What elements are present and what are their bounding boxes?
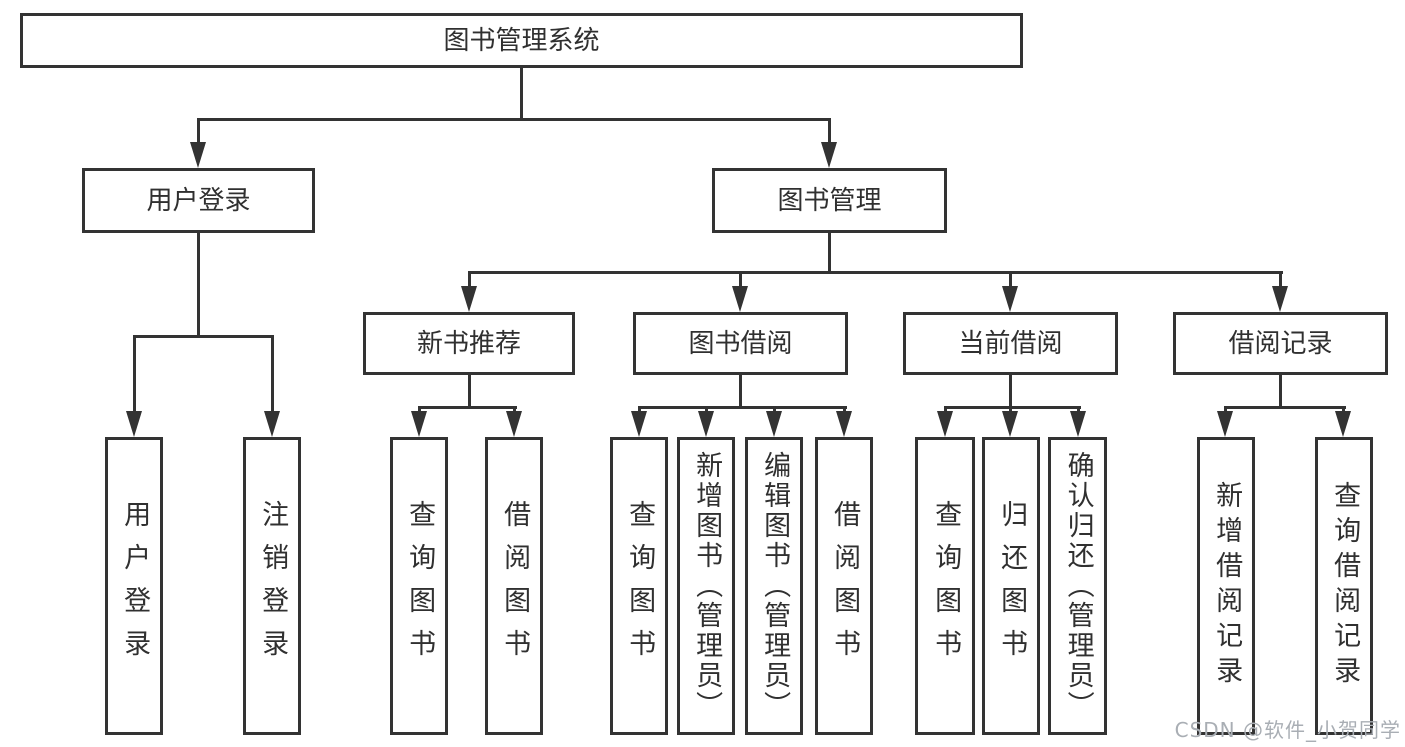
connector-line: [197, 118, 831, 121]
node-user-login: 用户登录: [82, 168, 315, 233]
leaf-return-book: 归还图书: [982, 437, 1040, 735]
connector-line: [1009, 406, 1012, 415]
leaf-confirm-return-admin: 确认归还（管理员）: [1048, 437, 1107, 735]
node-book-management: 图书管理: [712, 168, 947, 233]
arrowhead-down-icon: [1335, 411, 1351, 437]
leaf-return-book-label: 归还图书: [996, 500, 1028, 672]
arrowhead-down-icon: [821, 142, 837, 168]
leaf-add-borrow-record: 新增借阅记录: [1197, 437, 1255, 735]
leaf-edit-book-admin-label: 编辑图书（管理员）: [759, 451, 791, 721]
leaf-query-book-3-label: 查询图书: [930, 500, 962, 672]
node-book-borrow-label: 图书借阅: [688, 328, 793, 359]
leaf-logout-label: 注销登录: [257, 500, 289, 672]
connector-line: [418, 406, 421, 415]
arrowhead-down-icon: [411, 411, 427, 437]
connector-line: [1224, 406, 1346, 409]
connector-line: [638, 406, 847, 409]
connector-line: [468, 271, 1283, 274]
connector-line: [468, 375, 471, 408]
node-borrow-record: 借阅记录: [1173, 312, 1388, 375]
connector-line: [843, 406, 846, 415]
connector-line: [828, 233, 831, 273]
leaf-query-book-1-label: 查询图书: [404, 500, 436, 672]
connector-line: [1009, 271, 1012, 289]
arrowhead-down-icon: [1002, 411, 1018, 437]
arrowhead-down-icon: [732, 286, 748, 312]
connector-line: [944, 406, 947, 415]
connector-line: [705, 406, 708, 415]
connector-line: [468, 271, 471, 289]
node-current-borrow: 当前借阅: [903, 312, 1118, 375]
leaf-query-book-2: 查询图书: [610, 437, 668, 735]
leaf-query-borrow-record: 查询借阅记录: [1315, 437, 1373, 735]
leaf-query-book-1: 查询图书: [390, 437, 448, 735]
arrowhead-down-icon: [126, 411, 142, 437]
connector-line: [1077, 406, 1080, 415]
node-new-book-recommend-label: 新书推荐: [416, 328, 521, 359]
connector-line: [739, 271, 742, 289]
connector-line: [197, 118, 200, 146]
node-book-management-label: 图书管理: [777, 185, 882, 216]
node-root: 图书管理系统: [20, 13, 1023, 68]
leaf-add-borrow-record-label: 新增借阅记录: [1211, 481, 1243, 691]
leaf-add-book-admin-label: 新增图书（管理员）: [691, 451, 723, 721]
leaf-borrow-book-1-label: 借阅图书: [499, 500, 531, 672]
connector-line: [520, 68, 523, 118]
connector-line: [739, 375, 742, 408]
node-new-book-recommend: 新书推荐: [363, 312, 575, 375]
connector-line: [1279, 375, 1282, 408]
connector-line: [944, 406, 1081, 409]
connector-line: [773, 406, 776, 415]
connector-line: [271, 335, 274, 415]
node-book-borrow: 图书借阅: [633, 312, 848, 375]
arrowhead-down-icon: [1002, 286, 1018, 312]
connector-line: [418, 406, 517, 409]
arrowhead-down-icon: [190, 142, 206, 168]
node-current-borrow-label: 当前借阅: [958, 328, 1063, 359]
arrowhead-down-icon: [1217, 411, 1233, 437]
leaf-borrow-book-2: 借阅图书: [815, 437, 873, 735]
leaf-user-login: 用户登录: [105, 437, 163, 735]
arrowhead-down-icon: [698, 411, 714, 437]
arrowhead-down-icon: [937, 411, 953, 437]
leaf-query-book-2-label: 查询图书: [624, 500, 656, 672]
node-user-login-label: 用户登录: [146, 185, 251, 216]
node-borrow-record-label: 借阅记录: [1228, 328, 1333, 359]
arrowhead-down-icon: [461, 286, 477, 312]
leaf-confirm-return-admin-label: 确认归还（管理员）: [1062, 451, 1094, 721]
arrowhead-down-icon: [1070, 411, 1086, 437]
arrowhead-down-icon: [631, 411, 647, 437]
leaf-query-book-3: 查询图书: [915, 437, 975, 735]
csdn-watermark: CSDN @软件_小贺同学: [1174, 718, 1401, 742]
connector-line: [1224, 406, 1227, 415]
leaf-user-login-label: 用户登录: [119, 500, 151, 672]
connector-line: [197, 233, 200, 337]
connector-line: [1342, 406, 1345, 415]
leaf-borrow-book-1: 借阅图书: [485, 437, 543, 735]
connector-line: [828, 118, 831, 146]
connector-line: [638, 406, 641, 415]
node-root-label: 图书管理系统: [443, 25, 600, 56]
leaf-query-borrow-record-label: 查询借阅记录: [1329, 481, 1361, 691]
arrowhead-down-icon: [1272, 286, 1288, 312]
connector-line: [513, 406, 516, 415]
leaf-logout: 注销登录: [243, 437, 301, 735]
leaf-edit-book-admin: 编辑图书（管理员）: [745, 437, 803, 735]
arrowhead-down-icon: [264, 411, 280, 437]
leaf-borrow-book-2-label: 借阅图书: [829, 500, 861, 672]
connector-line: [1279, 271, 1282, 289]
arrowhead-down-icon: [506, 411, 522, 437]
arrowhead-down-icon: [766, 411, 782, 437]
connector-line: [133, 335, 274, 338]
arrowhead-down-icon: [836, 411, 852, 437]
connector-line: [133, 335, 136, 415]
leaf-add-book-admin: 新增图书（管理员）: [677, 437, 735, 735]
connector-line: [1009, 375, 1012, 408]
